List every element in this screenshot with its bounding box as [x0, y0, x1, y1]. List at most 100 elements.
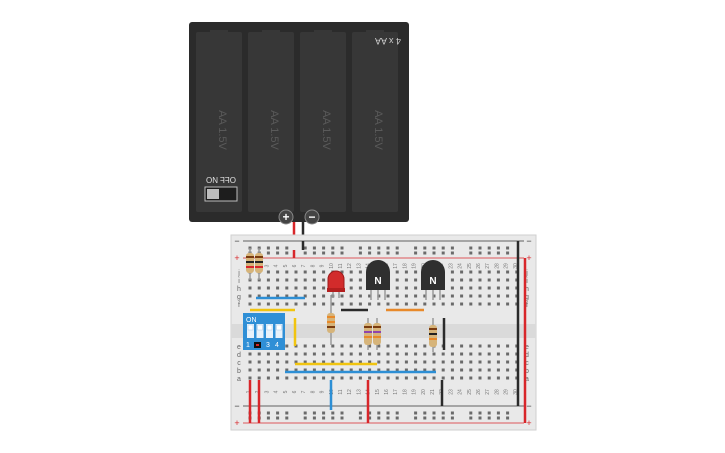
breadboard-hole[interactable] — [450, 294, 454, 298]
rail-hole[interactable] — [276, 246, 280, 250]
rail-hole[interactable] — [303, 251, 307, 255]
breadboard-hole[interactable] — [248, 368, 252, 372]
breadboard-hole[interactable] — [266, 376, 270, 380]
breadboard-hole[interactable] — [294, 352, 298, 356]
breadboard-hole[interactable] — [404, 286, 408, 290]
breadboard-hole[interactable] — [386, 368, 390, 372]
breadboard-hole[interactable] — [404, 352, 408, 356]
breadboard-hole[interactable] — [349, 368, 353, 372]
rail-hole[interactable] — [469, 411, 473, 415]
breadboard-hole[interactable] — [349, 278, 353, 282]
rail-hole[interactable] — [285, 416, 289, 420]
breadboard-hole[interactable] — [478, 286, 482, 290]
breadboard-hole[interactable] — [487, 344, 491, 348]
breadboard-hole[interactable] — [395, 286, 399, 290]
breadboard-hole[interactable] — [248, 376, 252, 380]
breadboard-hole[interactable] — [276, 278, 280, 282]
breadboard-hole[interactable] — [294, 278, 298, 282]
rail-hole[interactable] — [496, 411, 500, 415]
breadboard-hole[interactable] — [294, 286, 298, 290]
breadboard-hole[interactable] — [487, 286, 491, 290]
breadboard-hole[interactable] — [432, 352, 436, 356]
breadboard-hole[interactable] — [285, 294, 289, 298]
breadboard-hole[interactable] — [257, 352, 261, 356]
breadboard-hole[interactable] — [276, 302, 280, 306]
breadboard-hole[interactable] — [506, 344, 510, 348]
breadboard-hole[interactable] — [276, 368, 280, 372]
rail-hole[interactable] — [322, 251, 326, 255]
breadboard-hole[interactable] — [487, 294, 491, 298]
breadboard-hole[interactable] — [358, 376, 362, 380]
breadboard-hole[interactable] — [487, 270, 491, 274]
breadboard-hole[interactable] — [487, 302, 491, 306]
rail-hole[interactable] — [423, 246, 427, 250]
rail-hole[interactable] — [414, 246, 418, 250]
rail-hole[interactable] — [478, 251, 482, 255]
rail-hole[interactable] — [423, 416, 427, 420]
rail-hole[interactable] — [487, 251, 491, 255]
breadboard-hole[interactable] — [294, 302, 298, 306]
breadboard-hole[interactable] — [460, 294, 464, 298]
breadboard-hole[interactable] — [340, 294, 344, 298]
rail-hole[interactable] — [478, 246, 482, 250]
breadboard-hole[interactable] — [358, 344, 362, 348]
breadboard-hole[interactable] — [368, 376, 372, 380]
breadboard-hole[interactable] — [303, 302, 307, 306]
rail-hole[interactable] — [312, 411, 316, 415]
breadboard-hole[interactable] — [450, 270, 454, 274]
breadboard-hole[interactable] — [496, 294, 500, 298]
breadboard-hole[interactable] — [377, 294, 381, 298]
breadboard-hole[interactable] — [469, 302, 473, 306]
breadboard-hole[interactable] — [340, 344, 344, 348]
breadboard-hole[interactable] — [368, 352, 372, 356]
breadboard-hole[interactable] — [377, 302, 381, 306]
breadboard-hole[interactable] — [404, 302, 408, 306]
breadboard-hole[interactable] — [460, 286, 464, 290]
rail-hole[interactable] — [377, 246, 381, 250]
negative-terminal[interactable]: − — [304, 209, 320, 225]
breadboard-hole[interactable] — [312, 278, 316, 282]
resistor-base-2[interactable] — [373, 318, 381, 350]
rail-hole[interactable] — [469, 246, 473, 250]
dip-toggle-1[interactable] — [247, 324, 254, 338]
breadboard-hole[interactable] — [506, 368, 510, 372]
breadboard-hole[interactable] — [276, 270, 280, 274]
breadboard-hole[interactable] — [312, 352, 316, 356]
breadboard-hole[interactable] — [340, 376, 344, 380]
breadboard-hole[interactable] — [303, 278, 307, 282]
breadboard-hole[interactable] — [423, 302, 427, 306]
breadboard-hole[interactable] — [368, 360, 372, 364]
rail-hole[interactable] — [368, 251, 372, 255]
rail-hole[interactable] — [487, 416, 491, 420]
breadboard-hole[interactable] — [303, 270, 307, 274]
breadboard-hole[interactable] — [469, 360, 473, 364]
breadboard-hole[interactable] — [395, 368, 399, 372]
breadboard-hole[interactable] — [303, 360, 307, 364]
breadboard-hole[interactable] — [395, 270, 399, 274]
breadboard-hole[interactable] — [276, 286, 280, 290]
rail-hole[interactable] — [312, 251, 316, 255]
rail-hole[interactable] — [266, 416, 270, 420]
breadboard-hole[interactable] — [248, 360, 252, 364]
resistor-right[interactable] — [429, 318, 437, 352]
breadboard-hole[interactable] — [414, 286, 418, 290]
npn-transistor-1[interactable]: N — [366, 260, 390, 300]
rail-hole[interactable] — [395, 246, 399, 250]
breadboard-hole[interactable] — [322, 376, 326, 380]
rail-hole[interactable] — [303, 411, 307, 415]
breadboard-hole[interactable] — [303, 294, 307, 298]
rail-hole[interactable] — [358, 411, 362, 415]
rail-hole[interactable] — [266, 411, 270, 415]
breadboard-hole[interactable] — [386, 294, 390, 298]
breadboard-hole[interactable] — [496, 360, 500, 364]
rail-hole[interactable] — [432, 246, 436, 250]
breadboard-hole[interactable] — [285, 270, 289, 274]
breadboard-hole[interactable] — [377, 344, 381, 348]
breadboard-hole[interactable] — [285, 368, 289, 372]
breadboard-hole[interactable] — [469, 352, 473, 356]
breadboard-hole[interactable] — [478, 270, 482, 274]
breadboard-hole[interactable] — [266, 294, 270, 298]
breadboard-hole[interactable] — [450, 368, 454, 372]
breadboard-hole[interactable] — [469, 376, 473, 380]
